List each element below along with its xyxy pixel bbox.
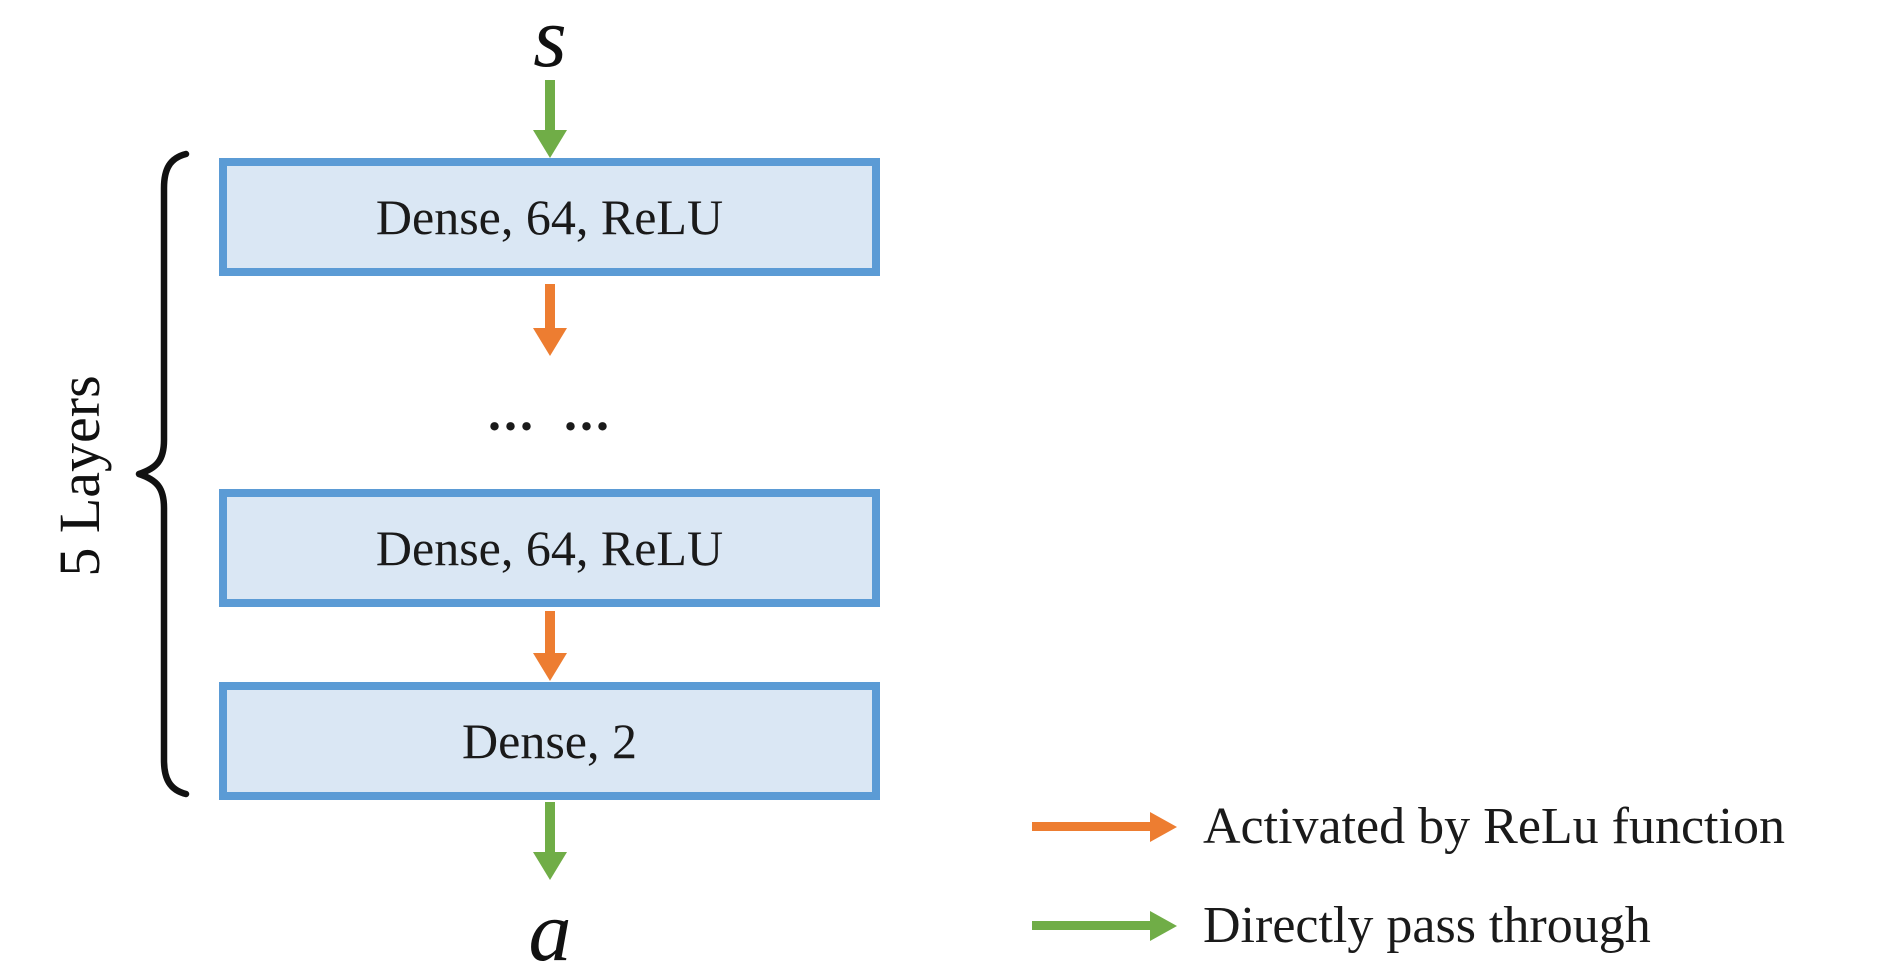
right-arrow-icon bbox=[1032, 811, 1177, 842]
legend-row-pass: Directly pass through bbox=[1032, 896, 1651, 956]
output-label: a bbox=[528, 883, 572, 978]
curly-brace-icon bbox=[135, 150, 190, 798]
arrow-head bbox=[533, 852, 567, 880]
brace-caption: 5 Layers bbox=[47, 375, 112, 577]
input-label: s bbox=[533, 0, 567, 85]
arrow-shaft bbox=[545, 80, 555, 130]
arrow-head bbox=[533, 653, 567, 681]
layer-box-3-label: Dense, 2 bbox=[462, 713, 637, 769]
arrow-head bbox=[533, 328, 567, 356]
legend-row-relu: Activated by ReLu function bbox=[1032, 797, 1785, 857]
right-arrow-icon bbox=[1032, 910, 1177, 941]
arrow-head bbox=[533, 130, 567, 158]
arrow-head bbox=[1150, 910, 1177, 941]
arrow-shaft bbox=[1032, 822, 1150, 832]
hidden-layers-ellipsis: ... ... bbox=[488, 385, 612, 442]
down-arrow-icon bbox=[533, 802, 567, 880]
arrow-shaft bbox=[1032, 921, 1150, 931]
arrow-head bbox=[1150, 811, 1177, 842]
arrow-shaft bbox=[545, 611, 555, 653]
down-arrow-icon bbox=[533, 80, 567, 158]
legend-label-pass: Directly pass through bbox=[1203, 897, 1651, 954]
layer-box-1: Dense, 64, ReLU bbox=[219, 158, 880, 276]
arrow-shaft bbox=[545, 284, 555, 328]
legend-label-relu: Activated by ReLu function bbox=[1203, 798, 1785, 855]
down-arrow-icon bbox=[533, 284, 567, 356]
layer-box-3: Dense, 2 bbox=[219, 682, 880, 800]
down-arrow-icon bbox=[533, 611, 567, 681]
arrow-shaft bbox=[545, 802, 555, 852]
layer-box-2-label: Dense, 64, ReLU bbox=[375, 520, 724, 576]
layer-box-2: Dense, 64, ReLU bbox=[219, 489, 880, 607]
layer-box-1-label: Dense, 64, ReLU bbox=[375, 189, 724, 245]
